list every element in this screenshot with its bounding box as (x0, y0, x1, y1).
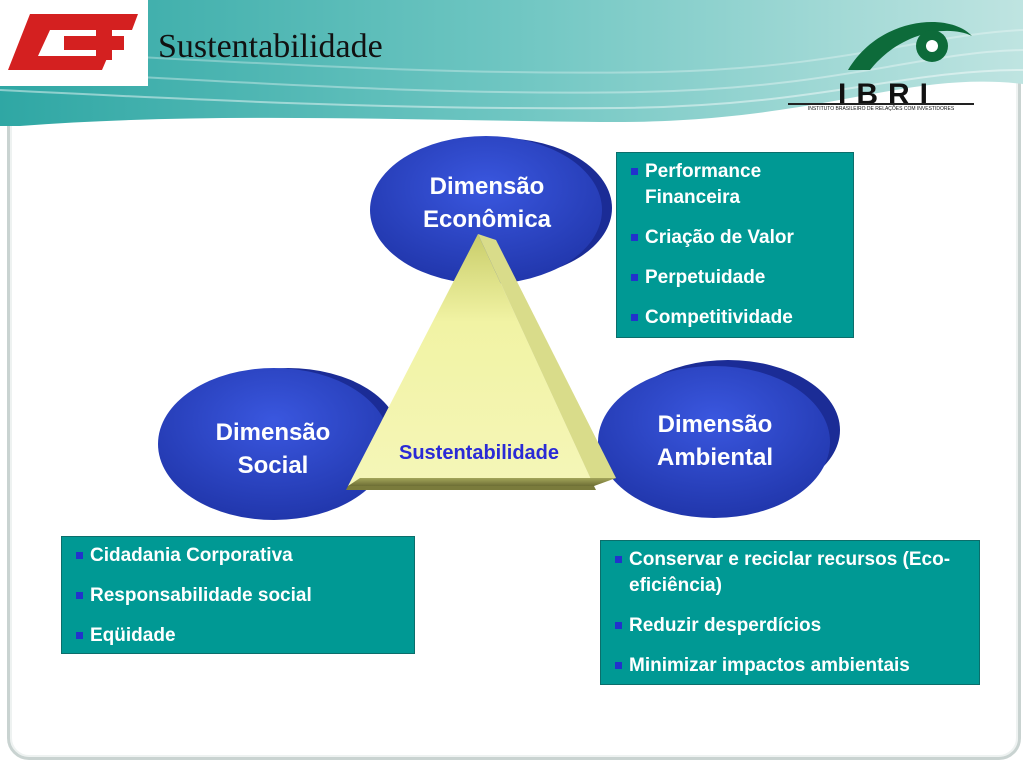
box-economica: Performance Financeira Criação de Valor … (616, 152, 854, 338)
list-item: Performance Financeira (623, 159, 845, 211)
list-social: Cidadania Corporativa Responsabilidade s… (68, 543, 406, 649)
box-social: Cidadania Corporativa Responsabilidade s… (61, 536, 415, 654)
label-dimensao-economica: Dimensão Econômica (396, 170, 578, 236)
slide-header: Sustentabilidade IBRI INSTITUTO BRASILEI… (0, 0, 1023, 130)
label-ambiental-line2: Ambiental (656, 444, 773, 471)
label-dimensao-ambiental: Dimensão Ambiental (624, 408, 806, 474)
oval-ambiental (598, 360, 840, 518)
label-ambiental-line1: Dimensão (657, 411, 773, 438)
list-item: Responsabilidade social (68, 583, 406, 609)
list-item: Competitividade (623, 305, 845, 331)
label-dimensao-social: Dimensão Social (182, 416, 364, 482)
ceb-logo (8, 14, 138, 70)
list-item: Reduzir desperdícios (607, 613, 971, 639)
slide-title: Sustentabilidade (158, 28, 383, 65)
list-item: Minimizar impactos ambientais (607, 653, 971, 679)
box-ambiental: Conservar e reciclar recursos (Eco-efici… (600, 540, 980, 685)
list-item: Cidadania Corporativa (68, 543, 406, 569)
label-economica-line1: Dimensão (429, 173, 545, 200)
partner-logo-subtext: INSTITUTO BRASILEIRO DE RELAÇÕES COM INV… (788, 103, 974, 113)
list-item: Criação de Valor (623, 225, 845, 251)
triangle-pyramid (346, 234, 616, 490)
oval-economica (370, 136, 612, 284)
list-item: Perpetuidade (623, 265, 845, 291)
list-economica: Performance Financeira Criação de Valor … (623, 159, 845, 331)
list-item: Eqüidade (68, 623, 406, 649)
header-wave-band (0, 0, 1023, 126)
label-economica-line2: Econômica (422, 206, 552, 233)
list-ambiental: Conservar e reciclar recursos (Eco-efici… (607, 547, 971, 679)
company-logo-box (0, 0, 148, 86)
label-social-line1: Dimensão (215, 419, 331, 446)
ibri-eye-logo (848, 21, 972, 70)
oval-social (158, 368, 400, 520)
center-label-sustentabilidade: Sustentabilidade (398, 442, 560, 464)
label-social-line2: Social (237, 452, 309, 479)
partner-logo-text: IBRI (838, 78, 938, 111)
list-item: Conservar e reciclar recursos (Eco-efici… (607, 547, 971, 599)
